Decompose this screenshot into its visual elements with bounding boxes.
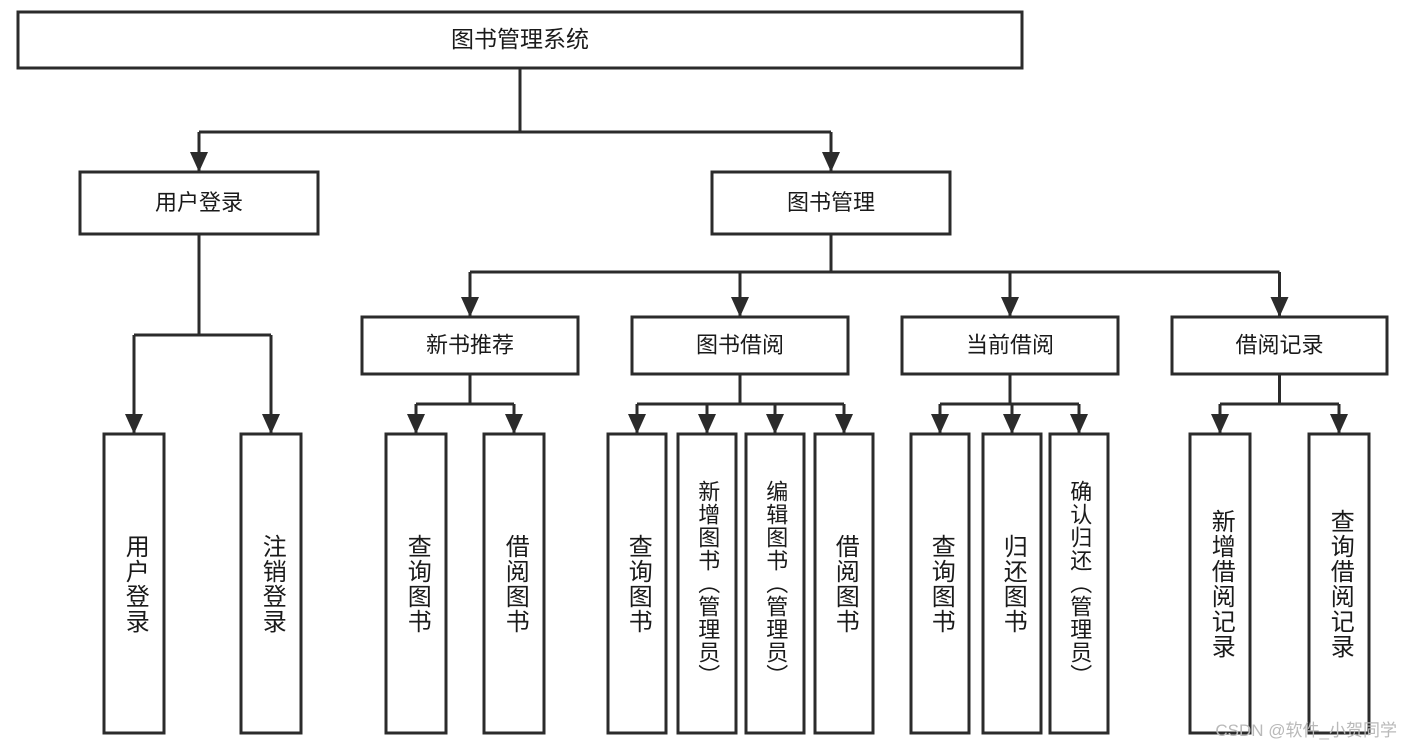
node-leaf-query-book-1[interactable] <box>384 432 448 735</box>
node-box <box>360 315 580 376</box>
node-label: 图书借阅 <box>696 332 784 357</box>
node-leaf-edit-book[interactable] <box>744 432 806 735</box>
node-book-borrow[interactable]: 图书借阅 <box>630 315 850 376</box>
node-box <box>606 432 668 735</box>
node-box <box>981 432 1043 735</box>
node-label: 图书管理 <box>787 190 875 215</box>
node-leaf-user-logout[interactable] <box>239 432 303 735</box>
node-box <box>900 315 1120 376</box>
node-borrow-record[interactable]: 借阅记录 <box>1170 315 1389 376</box>
edges-layer <box>125 68 1348 434</box>
node-current-borrow[interactable]: 当前借阅 <box>900 315 1120 376</box>
node-label: 用户登录 <box>155 190 243 215</box>
node-box <box>384 432 448 735</box>
arrow-head-icon <box>822 152 840 172</box>
node-box <box>482 432 546 735</box>
arrow-head-icon <box>931 414 949 434</box>
node-leaf-query-book-3[interactable] <box>909 432 971 735</box>
node-book-manage[interactable]: 图书管理 <box>710 170 952 236</box>
node-box <box>78 170 320 236</box>
node-leaf-confirm-return[interactable] <box>1048 432 1110 735</box>
arrow-head-icon <box>835 414 853 434</box>
arrow-head-icon <box>1211 414 1229 434</box>
node-label: 借阅记录 <box>1235 332 1323 357</box>
node-leaf-query-record[interactable] <box>1307 432 1371 735</box>
node-box <box>710 170 952 236</box>
arrow-head-icon <box>1270 297 1289 317</box>
node-leaf-borrow-book-1[interactable] <box>482 432 546 735</box>
arrow-head-icon <box>461 297 479 317</box>
node-box <box>1048 432 1110 735</box>
arrow-head-icon <box>505 414 523 434</box>
arrow-head-icon <box>1330 414 1348 434</box>
arrow-head-icon <box>1003 414 1021 434</box>
arrow-head-icon <box>698 414 716 434</box>
node-box <box>630 315 850 376</box>
node-user-login[interactable]: 用户登录 <box>78 170 320 236</box>
node-box <box>1170 315 1389 376</box>
node-box <box>16 10 1024 70</box>
node-box <box>1188 432 1252 735</box>
node-box <box>744 432 806 735</box>
node-label: 当前借阅 <box>966 332 1054 357</box>
node-box <box>1307 432 1371 735</box>
node-box <box>813 432 875 735</box>
node-box <box>239 432 303 735</box>
arrow-head-icon <box>190 152 208 172</box>
node-box <box>102 432 166 735</box>
arrow-head-icon <box>766 414 784 434</box>
node-leaf-add-book[interactable] <box>676 432 738 735</box>
node-box <box>676 432 738 735</box>
node-label: 新书推荐 <box>426 332 514 357</box>
node-leaf-return-book[interactable] <box>981 432 1043 735</box>
node-leaf-borrow-book-2[interactable] <box>813 432 875 735</box>
node-new-book-rec[interactable]: 新书推荐 <box>360 315 580 376</box>
arrow-head-icon <box>628 414 646 434</box>
arrow-head-icon <box>1070 414 1088 434</box>
node-label: 图书管理系统 <box>451 26 589 52</box>
node-leaf-query-book-2[interactable] <box>606 432 668 735</box>
node-box <box>909 432 971 735</box>
node-leaf-add-record[interactable] <box>1188 432 1252 735</box>
node-leaf-user-login[interactable] <box>102 432 166 735</box>
watermark-text: CSDN @软件_小贺同学 <box>1215 721 1397 740</box>
arrow-head-icon <box>407 414 425 434</box>
arrow-head-icon <box>731 297 749 317</box>
arrow-head-icon <box>262 414 280 434</box>
node-root[interactable]: 图书管理系统 <box>16 10 1024 70</box>
arrow-head-icon <box>1001 297 1019 317</box>
arrow-head-icon <box>125 414 143 434</box>
